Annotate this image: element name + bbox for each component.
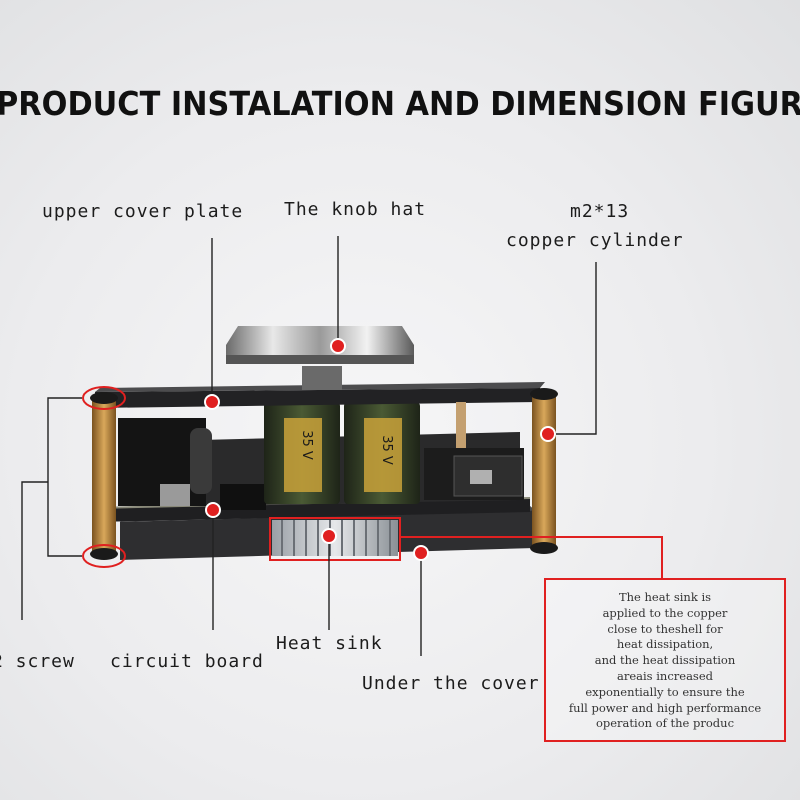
label-copper-cylinder: copper cylinder bbox=[506, 230, 684, 251]
red-markers bbox=[204, 338, 556, 561]
page-title: PRODUCT INSTALATION AND DIMENSION FIGUR bbox=[0, 84, 800, 123]
copper-cylinder-right bbox=[530, 388, 558, 554]
switch-component bbox=[220, 484, 266, 510]
label-copper-cylinder-size: m2*13 bbox=[570, 201, 630, 222]
note-line: operation of the produc bbox=[595, 716, 735, 731]
note-line: applied to the copper bbox=[602, 605, 728, 620]
heat-sink-note: The heat sink is applied to the copper c… bbox=[544, 578, 786, 742]
capacitor-left: 35 V bbox=[264, 402, 340, 504]
marker-copper-cylinder bbox=[540, 426, 556, 442]
copper-cylinder-left bbox=[90, 392, 118, 560]
capacitor-marking-left: 35 V bbox=[299, 430, 314, 460]
screw-highlight-top bbox=[82, 386, 126, 410]
heat-sink-highlight bbox=[269, 517, 401, 561]
capacitor-marking-right: 35 V bbox=[379, 435, 394, 465]
output-terminals bbox=[424, 448, 524, 500]
note-line: exponentially to ensure the bbox=[585, 684, 745, 699]
capacitor-right: 35 V bbox=[344, 402, 420, 504]
label-under-cover: Under the cover bbox=[362, 673, 540, 694]
heat-sink bbox=[272, 520, 398, 556]
marker-under-cover bbox=[413, 545, 429, 561]
note-line: close to theshell for bbox=[607, 621, 723, 636]
screw-highlight-bottom bbox=[82, 544, 126, 568]
label-circuit-board: circuit board bbox=[110, 651, 264, 672]
knob-hat bbox=[226, 326, 414, 390]
marker-circuit-board bbox=[205, 502, 221, 518]
heat-sink-callout-line bbox=[400, 536, 663, 578]
note-line: The heat sink is bbox=[618, 590, 712, 604]
marker-upper-plate bbox=[204, 394, 220, 410]
note-line: full power and high performance bbox=[568, 700, 762, 715]
label-upper-cover-plate: upper cover plate bbox=[42, 201, 244, 222]
note-line: and the heat dissipation bbox=[594, 653, 736, 668]
marker-heat-sink bbox=[321, 528, 337, 544]
leader-lines bbox=[21, 236, 597, 656]
marker-knob bbox=[330, 338, 346, 354]
label-screw: 2 screw bbox=[0, 651, 75, 672]
label-knob-hat: The knob hat bbox=[284, 199, 427, 220]
dc-jack bbox=[118, 418, 212, 506]
note-line: heat dissipation, bbox=[616, 637, 714, 652]
label-heat-sink: Heat sink bbox=[276, 633, 383, 654]
copper-cylinder-rear bbox=[456, 402, 466, 448]
note-line: areais increased bbox=[616, 668, 713, 683]
